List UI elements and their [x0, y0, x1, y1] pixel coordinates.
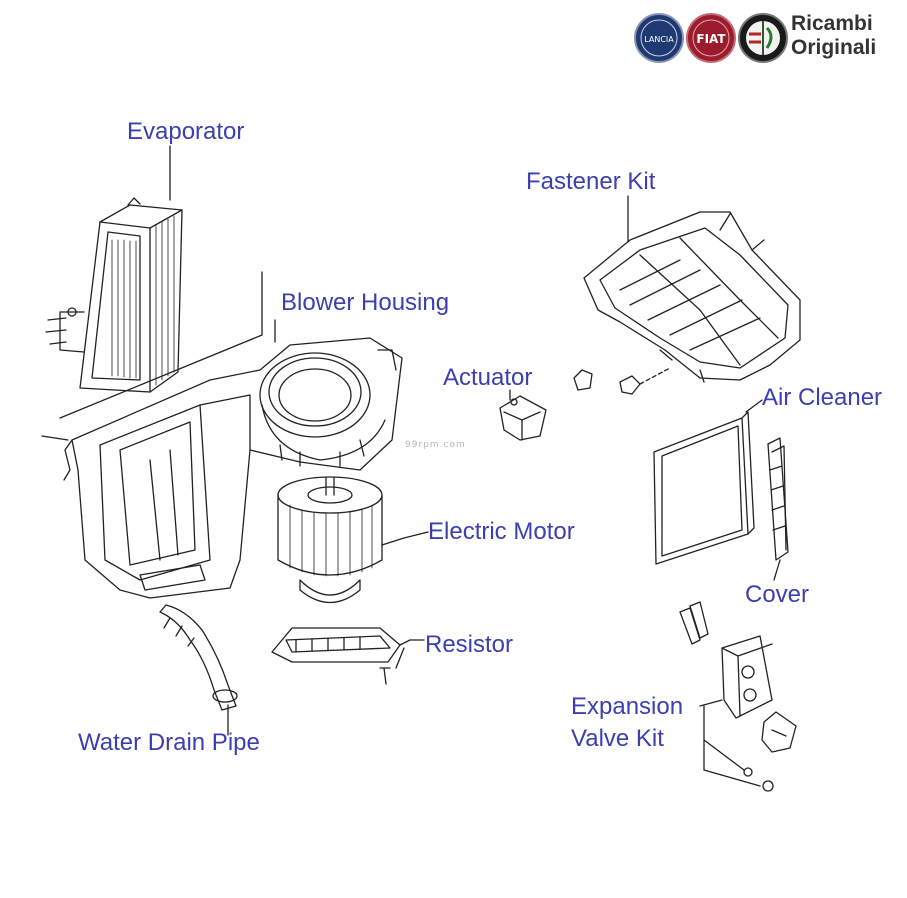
- label-expansion-valve-kit-line2: Valve Kit: [571, 725, 664, 752]
- air-cleaner-part: [653, 399, 763, 565]
- watermark: 99rpm.com: [405, 440, 466, 450]
- label-fastener-kit: Fastener Kit: [526, 168, 656, 195]
- cover-part: [767, 437, 789, 581]
- label-expansion-valve-kit-line1: Expansion: [571, 693, 684, 720]
- hvac-housing-part: [63, 337, 403, 599]
- brand-line-1: Ricambi: [791, 12, 873, 35]
- frame-line-short: [41, 435, 69, 441]
- brand-badges: LANCIA FIAT: [634, 13, 788, 63]
- expansion-valve-kit-part: [679, 601, 797, 792]
- water-drain-pipe-part: [159, 604, 238, 736]
- resistor-part: [271, 627, 425, 685]
- brand-logo-block: LANCIA FIAT Ricambi Originali: [631, 12, 901, 68]
- svg-text:FIAT: FIAT: [696, 32, 726, 46]
- label-water-drain-pipe: Water Drain Pipe: [78, 729, 260, 756]
- label-resistor: Resistor: [425, 631, 514, 658]
- fastener-kit-part: [583, 211, 801, 383]
- frame-line-diagonal: [59, 334, 263, 419]
- label-actuator: Actuator: [443, 364, 533, 391]
- brand-name: Ricambi Originali: [791, 12, 876, 60]
- fiat-badge-icon: FIAT: [686, 13, 736, 63]
- label-electric-motor: Electric Motor: [428, 518, 575, 545]
- evaporator-part: [45, 197, 183, 393]
- electric-motor-part: [277, 476, 429, 603]
- svg-text:LANCIA: LANCIA: [644, 35, 674, 44]
- clip-parts: [573, 367, 671, 395]
- label-cover: Cover: [745, 581, 810, 608]
- brand-line-2: Originali: [791, 36, 877, 59]
- alfa-badge-icon: [738, 13, 788, 63]
- actuator-part: [499, 389, 547, 441]
- label-air-cleaner: Air Cleaner: [762, 384, 883, 411]
- label-blower-housing: Blower Housing: [281, 289, 450, 316]
- label-evaporator: Evaporator: [127, 118, 245, 145]
- lancia-badge-icon: LANCIA: [634, 13, 684, 63]
